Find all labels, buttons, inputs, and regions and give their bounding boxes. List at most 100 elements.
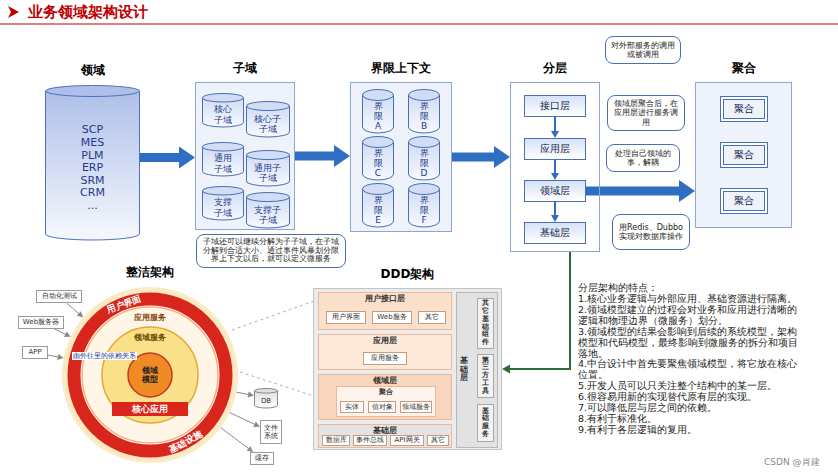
connector (67, 303, 84, 318)
node-text: 基础层 (373, 426, 397, 435)
arrow-head (179, 147, 195, 169)
node-text: 领域服务 (134, 333, 166, 342)
node-text: 通用子域 (213, 153, 233, 174)
connector (54, 329, 70, 337)
node-text: 界限A (374, 102, 383, 132)
arrow-head (551, 215, 559, 222)
cyl-node: 界限B (408, 89, 440, 133)
dependency-label: 由外往里的依赖关系 (72, 352, 137, 360)
dsm-node: 应用服务 (363, 352, 407, 365)
node-text: 领域模型 (141, 366, 159, 384)
node-text: 支撑子域 (213, 197, 233, 218)
node-text: 基础层 (460, 357, 468, 383)
call-node: 对外部服务的调用或被调用 (605, 36, 681, 64)
sm-node: 自动化测试 (36, 290, 82, 303)
connector-line (554, 160, 556, 174)
band-node: 应用层应用服务 (318, 334, 452, 370)
node-text: 实体 (345, 404, 359, 411)
call-node: 处理自己领域的事，解耦 (606, 144, 680, 172)
dsm-node: 用户界面 (326, 311, 366, 324)
node-text: 界限D (420, 149, 429, 179)
arrow-head (494, 146, 510, 168)
node-heading: 界限上下文 (321, 62, 481, 76)
cylinder-top (203, 143, 244, 152)
node-text: 第三方工具 (482, 357, 489, 395)
band-node: 用户接口层用户界面 Web服务 其它 (318, 292, 452, 330)
connector-line (48, 355, 58, 357)
node-text: 应用层 (373, 336, 397, 345)
cylinder-top (363, 184, 394, 195)
node-text: 子域还可以继续分解为子子域，在子域分解到合适大小、通过事件风暴划分限界上下文以后… (200, 238, 342, 264)
dsm-node: 数据库 (322, 435, 350, 446)
frame-node: 分层接口层应用层领域层基础层 (510, 82, 600, 252)
node-heading: 聚合 (666, 62, 821, 76)
band-node: 聚合实体 值对象 领域服务 (336, 386, 436, 417)
dsm-node: 其它 (418, 311, 446, 324)
node-text: 基础层 (540, 227, 570, 239)
node-text: 应用服务 (371, 355, 399, 362)
cyl-node: 界限E (362, 183, 394, 227)
layer-node: 接口层 (524, 95, 586, 117)
cylinder-top (409, 90, 440, 101)
connector-line (295, 152, 335, 161)
connector-line (230, 413, 255, 425)
agg-node: 聚合 (720, 142, 768, 168)
guide-line (240, 372, 317, 397)
connector-line (586, 187, 680, 196)
node-text: 用户接口层 (365, 294, 405, 303)
connector (221, 428, 254, 452)
node-text: 基础服务 (482, 408, 489, 439)
node-text: 聚合 (379, 388, 393, 396)
node-text: 对外部服务的调用或被调用 (609, 41, 677, 59)
node-text: 支撑子子域 (254, 205, 283, 226)
node-text: 聚合 (734, 195, 754, 207)
layer-node: 基础层 (524, 222, 586, 244)
vbox-node: 第三方工具 (477, 354, 494, 398)
arrow-head (551, 173, 559, 180)
banner-node: 核心应用 (112, 402, 188, 416)
cylinder-top (247, 102, 290, 111)
arrow-head (551, 131, 559, 138)
arrow-head (502, 365, 510, 374)
node-text: 界限B (420, 102, 429, 132)
node-text: 核心子域 (213, 104, 233, 125)
vbox-node: 基础服务 (477, 404, 494, 442)
dsm-node: 其它 (427, 435, 449, 446)
cylinder-top (247, 193, 290, 202)
node-text: 其它 (425, 314, 439, 321)
node-text: 领域层 (373, 376, 397, 385)
cyl-node: 通用子域 (202, 142, 244, 176)
node-heading: DDD架构 (284, 268, 531, 282)
cyl-node: 界限F (408, 183, 440, 227)
connector-line (67, 303, 80, 314)
connector-line (140, 153, 180, 162)
ring (82, 307, 218, 443)
vbox-node: 其它基础组件 (477, 298, 494, 349)
cylinder-top (363, 137, 394, 148)
dsm-node: Web服务 (372, 311, 412, 324)
agg-node: 聚合 (720, 188, 768, 214)
node-text: 领域服务 (402, 404, 430, 411)
node-text: 事件总线 (356, 437, 384, 444)
arrow-head (679, 180, 695, 202)
connector (502, 252, 570, 374)
feature-list: 分层架构的特点：1.核心业务逻辑与外部应用、基础资源进行隔离。2.领域模型建立的… (578, 283, 804, 436)
col-node: 基础层 其它基础组件第三方工具基础服务 (456, 292, 498, 448)
cylinder-top (409, 137, 440, 148)
band-node: 领域层聚合实体 值对象 领域服务 (318, 374, 452, 420)
cylinder-body (46, 91, 140, 240)
connector-line (554, 117, 556, 132)
node-text: 领域层聚合后，在应用层进行服务调用 (611, 99, 681, 127)
node-text: 处理自己领域的事，解耦 (610, 149, 676, 167)
node-text: 应用层 (540, 143, 570, 155)
node-text: Web服务 (377, 314, 406, 321)
node-text: 其它 (431, 437, 445, 444)
node-text: SCP MES PLM ERP SRM CRM ... (76, 124, 109, 212)
page-title: 业务领域架构设计 (28, 3, 148, 22)
node-text: 通用子子域 (254, 163, 283, 184)
node-text: 值对象 (372, 404, 393, 411)
title-marker (8, 6, 19, 18)
panel-node: 界限上下文界限A界限B界限C界限D界限E界限F (350, 82, 452, 232)
circ-node: 整洁架构用户界面基础设施应用服务领域服务领域模型核心应用 (62, 287, 238, 463)
list-item: 3.领域模型的结果会影响到后续的系统模型，架构模型和代码模型，最终影响到微服务的… (578, 327, 804, 360)
